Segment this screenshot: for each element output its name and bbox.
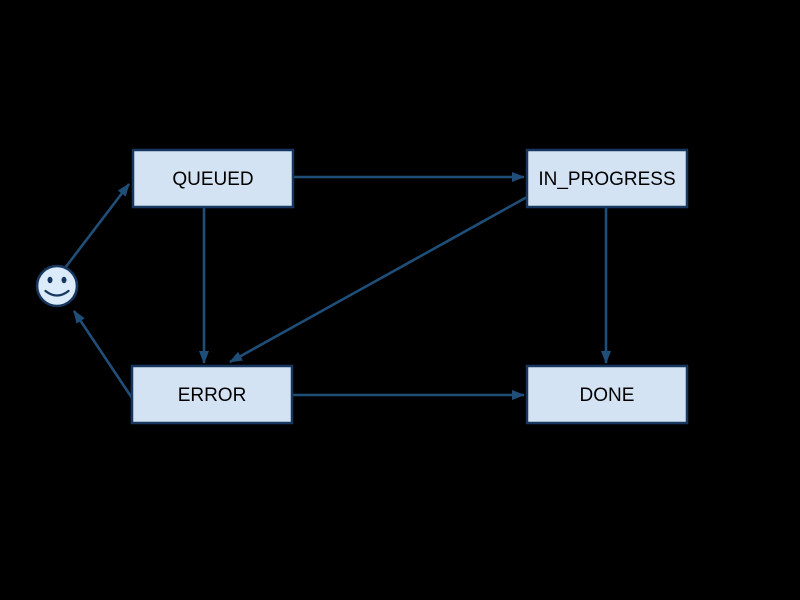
- node-in-progress: IN_PROGRESS: [525, 148, 689, 209]
- smiley-left-eye: [47, 276, 53, 284]
- queued-box: [131, 148, 295, 209]
- node-done: DONE: [525, 364, 689, 425]
- in-progress-label: IN_PROGRESS: [538, 169, 675, 190]
- edges-layer: [63, 172, 611, 400]
- smiley-mouth: [44, 289, 70, 297]
- smiley-right-eye: [61, 276, 67, 284]
- smiley-head: [35, 264, 79, 308]
- edge-start-to-queued: [63, 183, 131, 269]
- node-error: ERROR: [130, 364, 294, 425]
- done-label: DONE: [580, 385, 635, 406]
- edge-error-to-start: [72, 310, 134, 399]
- error-label: ERROR: [178, 385, 247, 406]
- queued-label: QUEUED: [172, 169, 253, 190]
- node-queued: QUEUED: [131, 148, 295, 209]
- node-start: [35, 264, 79, 308]
- smiley-face-icon: [35, 264, 79, 308]
- done-box: [525, 364, 689, 425]
- in-progress-box: [525, 148, 689, 209]
- edge-in-progress-to-error: [229, 195, 528, 364]
- error-box: [130, 364, 294, 425]
